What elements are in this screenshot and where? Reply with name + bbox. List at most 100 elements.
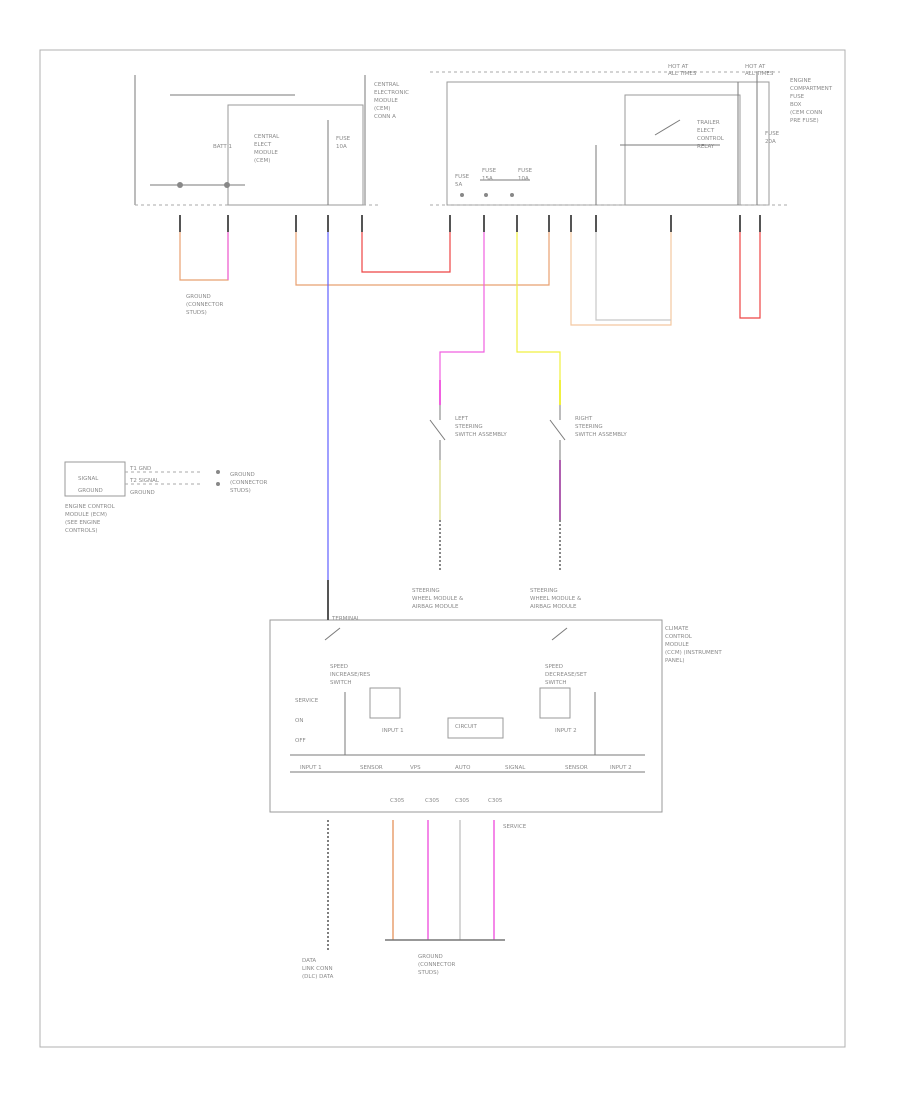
svg-text:(CEM): (CEM) — [254, 158, 270, 164]
top-right-module: HOT AT ALL TIMES HOT AT ALL TIMES ENGINE… — [430, 64, 833, 206]
svg-text:SERVICE: SERVICE — [503, 824, 527, 830]
svg-text:SWITCH: SWITCH — [330, 680, 352, 686]
svg-text:INPUT 2: INPUT 2 — [610, 765, 632, 771]
svg-text:OFF: OFF — [295, 738, 306, 744]
wires-bottom — [327, 820, 505, 950]
svg-text:10A: 10A — [336, 144, 347, 150]
svg-text:MODULE: MODULE — [374, 98, 398, 104]
svg-text:10A: 10A — [518, 176, 529, 182]
svg-text:FUSE: FUSE — [336, 136, 351, 142]
svg-text:MODULE (ECM): MODULE (ECM) — [65, 512, 107, 518]
svg-text:PRE FUSE): PRE FUSE) — [790, 118, 819, 124]
svg-text:(CONNECTOR: (CONNECTOR — [186, 302, 224, 308]
svg-text:GROUND: GROUND — [230, 472, 255, 478]
svg-text:STEERING: STEERING — [412, 588, 440, 594]
svg-text:INPUT 2: INPUT 2 — [555, 728, 577, 734]
svg-text:SPEED: SPEED — [330, 664, 348, 670]
svg-text:WHEEL MODULE &: WHEEL MODULE & — [530, 596, 582, 602]
svg-text:C305: C305 — [390, 798, 405, 804]
svg-text:SWITCH ASSEMBLY: SWITCH ASSEMBLY — [575, 432, 627, 438]
svg-text:HOT AT: HOT AT — [668, 64, 689, 70]
svg-text:CIRCUIT: CIRCUIT — [455, 724, 477, 730]
bottom-labels: C305 C305 C305 C305 SERVICE DATA LINK CO… — [302, 798, 527, 980]
svg-text:MODULE: MODULE — [665, 642, 689, 648]
svg-text:(DLC) DATA: (DLC) DATA — [302, 974, 334, 980]
svg-text:AIRBAG MODULE: AIRBAG MODULE — [412, 604, 459, 610]
svg-text:(CONNECTOR: (CONNECTOR — [418, 962, 456, 968]
svg-text:TRAILER: TRAILER — [696, 120, 720, 126]
svg-text:SERVICE: SERVICE — [295, 698, 319, 704]
ground-left: GROUND (CONNECTOR STUDS) — [186, 294, 224, 316]
svg-text:C305: C305 — [455, 798, 470, 804]
svg-text:VPS: VPS — [410, 765, 421, 771]
svg-text:SWITCH: SWITCH — [545, 680, 567, 686]
svg-text:ELECT: ELECT — [697, 128, 715, 134]
svg-text:RELAY: RELAY — [697, 144, 715, 150]
svg-text:STUDS): STUDS) — [230, 488, 251, 494]
svg-text:20A: 20A — [765, 139, 776, 145]
svg-text:ALL TIMES: ALL TIMES — [668, 71, 697, 77]
svg-text:ELECT: ELECT — [254, 142, 272, 148]
wires-top — [179, 232, 761, 580]
svg-text:BOX: BOX — [790, 102, 802, 108]
bottom-module: TERMINAL SPEED INCREASE/RES SWITCH SPEED… — [269, 580, 722, 813]
svg-text:(CCM) (INSTRUMENT: (CCM) (INSTRUMENT — [665, 650, 722, 656]
svg-text:C305: C305 — [425, 798, 440, 804]
mid-right-switch: RIGHT STEERING SWITCH ASSEMBLY STEERING … — [530, 380, 627, 610]
svg-text:(SEE ENGINE: (SEE ENGINE — [65, 520, 101, 526]
svg-text:(CEM CONN: (CEM CONN — [790, 110, 822, 116]
svg-text:15A: 15A — [482, 176, 493, 182]
svg-text:GROUND: GROUND — [186, 294, 211, 300]
svg-text:GROUND: GROUND — [418, 954, 443, 960]
svg-text:HOT AT: HOT AT — [745, 64, 766, 70]
svg-text:STEERING: STEERING — [455, 424, 483, 430]
svg-text:CONTROL: CONTROL — [665, 634, 693, 640]
svg-text:SIGNAL: SIGNAL — [505, 765, 526, 771]
svg-text:LEFT: LEFT — [455, 416, 469, 422]
svg-text:GROUND: GROUND — [130, 490, 155, 496]
svg-text:DATA: DATA — [302, 958, 316, 964]
svg-text:ELECTRONIC: ELECTRONIC — [374, 90, 409, 96]
svg-text:CONTROLS): CONTROLS) — [65, 528, 98, 534]
top-left-module: BATT 1 CENTRAL ELECT MODULE (CEM) FUSE 1… — [134, 75, 409, 206]
svg-text:T1 GND: T1 GND — [129, 466, 151, 472]
svg-text:FUSE: FUSE — [455, 174, 470, 180]
svg-text:ON: ON — [295, 718, 303, 724]
svg-text:C305: C305 — [488, 798, 503, 804]
svg-text:SENSOR: SENSOR — [565, 765, 588, 771]
left-small-module: SIGNAL GROUND T1 GND T2 SIGNAL GROUND GR… — [64, 461, 268, 534]
svg-text:STEERING: STEERING — [575, 424, 603, 430]
svg-text:DECREASE/SET: DECREASE/SET — [545, 672, 587, 678]
svg-text:INCREASE/RES: INCREASE/RES — [330, 672, 371, 678]
svg-text:MODULE: MODULE — [254, 150, 278, 156]
svg-text:STEERING: STEERING — [530, 588, 558, 594]
svg-text:SWITCH ASSEMBLY: SWITCH ASSEMBLY — [455, 432, 507, 438]
svg-text:(CONNECTOR: (CONNECTOR — [230, 480, 268, 486]
svg-text:FUSE: FUSE — [765, 131, 780, 137]
svg-text:AUTO: AUTO — [455, 765, 471, 771]
svg-text:COMPARTMENT: COMPARTMENT — [790, 86, 833, 92]
svg-text:PANEL): PANEL) — [665, 658, 685, 664]
svg-text:SENSOR: SENSOR — [360, 765, 383, 771]
svg-text:FUSE: FUSE — [790, 94, 805, 100]
svg-text:STUDS): STUDS) — [186, 310, 207, 316]
svg-text:FUSE: FUSE — [518, 168, 533, 174]
diagram-border — [39, 49, 846, 1048]
svg-text:ALL TIMES: ALL TIMES — [745, 71, 774, 77]
svg-text:5A: 5A — [455, 182, 462, 188]
svg-text:T2 SIGNAL: T2 SIGNAL — [129, 478, 160, 484]
svg-text:CLIMATE: CLIMATE — [665, 626, 689, 632]
mid-left-switch: LEFT STEERING SWITCH ASSEMBLY STEERING W… — [412, 380, 507, 610]
svg-text:LINK CONN: LINK CONN — [302, 966, 333, 972]
svg-text:AIRBAG MODULE: AIRBAG MODULE — [530, 604, 577, 610]
svg-text:WHEEL MODULE &: WHEEL MODULE & — [412, 596, 464, 602]
svg-text:INPUT 1: INPUT 1 — [300, 765, 322, 771]
svg-text:SPEED: SPEED — [545, 664, 563, 670]
svg-text:TERMINAL: TERMINAL — [331, 616, 361, 622]
svg-text:FUSE: FUSE — [482, 168, 497, 174]
svg-text:SIGNAL: SIGNAL — [78, 476, 99, 482]
svg-text:CONTROL: CONTROL — [697, 136, 725, 142]
top-connector-pins — [179, 215, 761, 232]
svg-text:CENTRAL: CENTRAL — [374, 82, 400, 88]
